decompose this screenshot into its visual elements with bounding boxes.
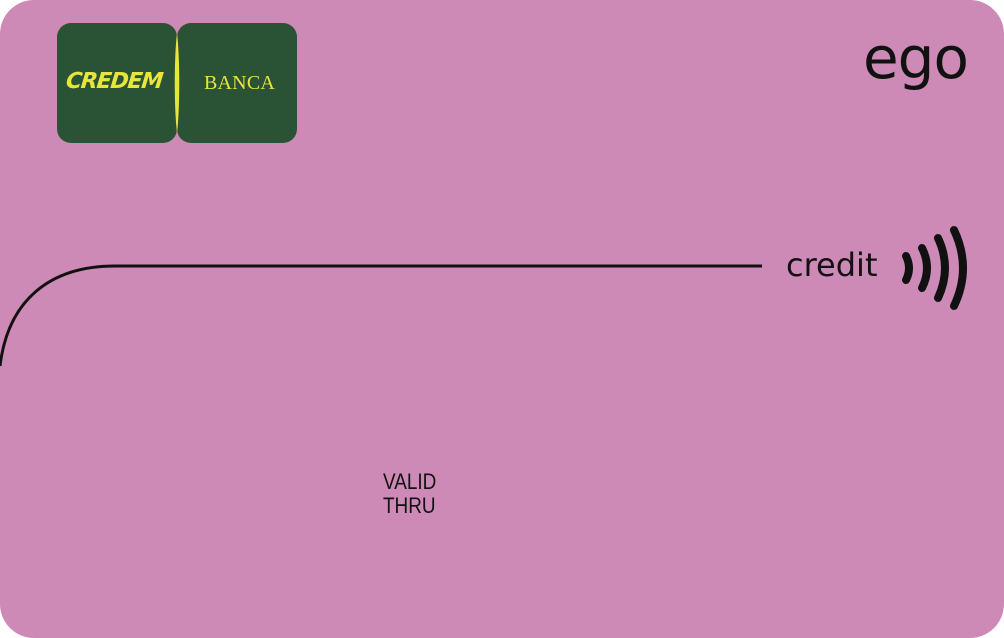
logo-right-block [177,23,297,143]
credem-banca-logo: CREDEM BANCA [57,23,297,143]
issuer-right-text: BANCA [204,72,276,94]
thru-label: THRU [383,493,436,518]
contactless-icon [902,226,967,310]
card-type-label: credit [786,246,878,284]
issuer-left-text: CREDEM [64,69,164,94]
valid-thru-label: VALID THRU [383,470,436,518]
valid-label: VALID [383,469,437,494]
brand-logo: ego [863,24,969,92]
logo-left-block [57,23,177,143]
logo-divider-icon [174,33,180,133]
